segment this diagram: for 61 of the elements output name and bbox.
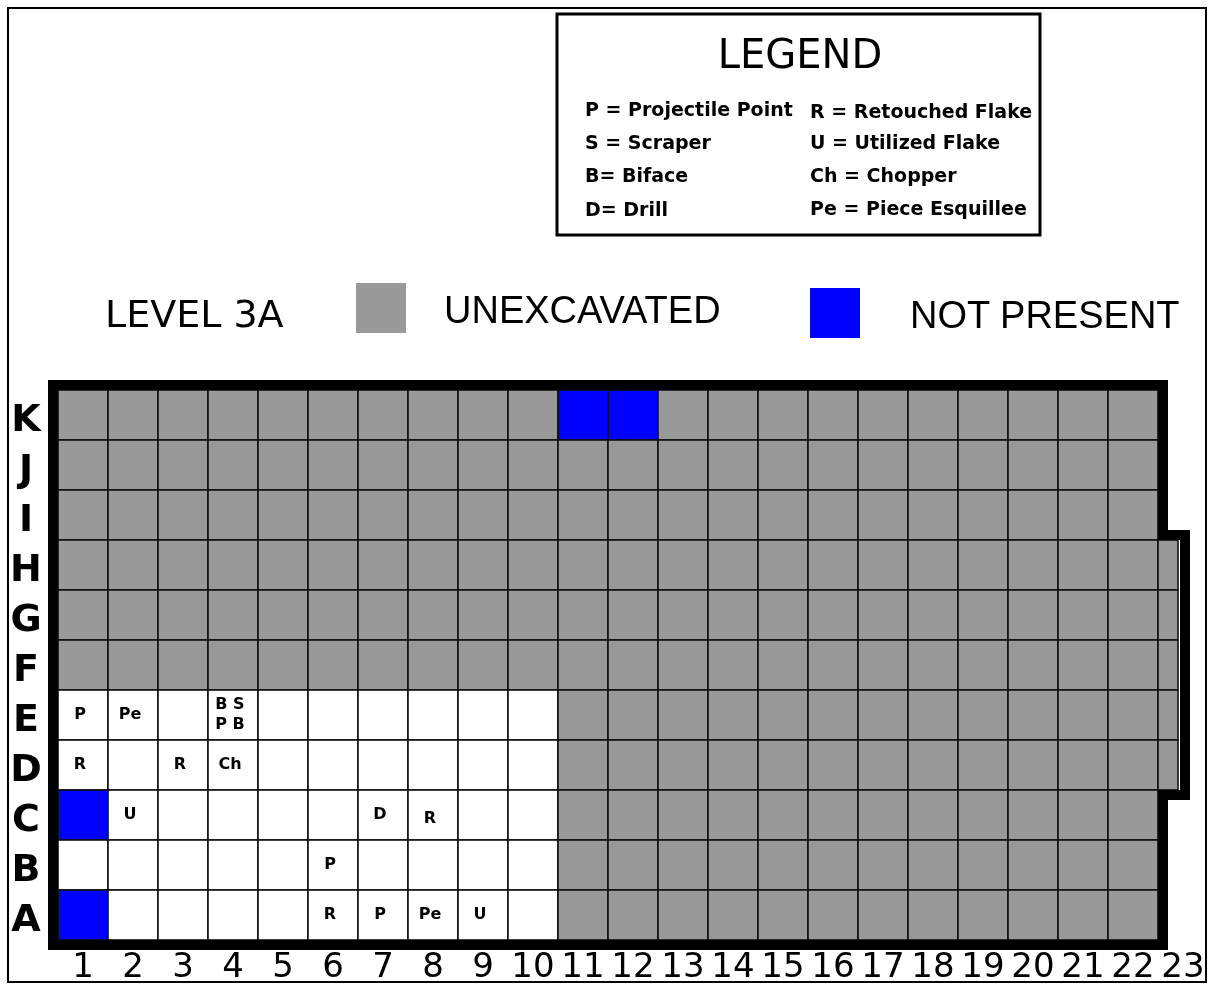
row-letter: C (12, 799, 40, 837)
cell-mark: R (173, 756, 187, 772)
cell-mark: U (123, 806, 137, 822)
column-number: 22 (1111, 948, 1155, 982)
column-number: 14 (711, 948, 755, 982)
cell-mark: R (423, 810, 437, 826)
legend-entry: P = Projectile Point (585, 100, 793, 119)
legend-entry: Ch = Chopper (810, 166, 957, 185)
legend-entry: U = Utilized Flake (810, 133, 1001, 152)
cell-mark: Ch (218, 756, 242, 772)
row-letter: B (11, 849, 41, 887)
legend-heading: LEGEND (717, 34, 883, 74)
column-number: 13 (661, 948, 705, 982)
legend-label: UNEXCAVATED (444, 291, 721, 329)
column-number: 8 (422, 948, 444, 982)
column-number: 18 (911, 948, 955, 982)
row-letter: G (10, 599, 42, 637)
cell-mark: R (73, 756, 87, 772)
column-number: 6 (322, 948, 344, 982)
column-number: 7 (372, 948, 394, 982)
legend-entry: Pe = Piece Esquillee (810, 199, 1027, 218)
row-letter: H (10, 549, 42, 587)
row-letter: I (18, 499, 34, 537)
column-number: 2 (122, 948, 144, 982)
column-number: 9 (472, 948, 494, 982)
column-number: 10 (511, 948, 555, 982)
legend-entry: B= Biface (585, 166, 689, 185)
column-number: 16 (811, 948, 855, 982)
column-number: 12 (611, 948, 655, 982)
legend-entry: R = Retouched Flake (810, 102, 1033, 121)
row-letter: J (18, 449, 34, 487)
column-number: 4 (222, 948, 244, 982)
column-number: 20 (1011, 948, 1055, 982)
column-number: 11 (561, 948, 605, 982)
column-number: 19 (961, 948, 1005, 982)
row-letter: A (11, 899, 41, 937)
column-number: 3 (172, 948, 194, 982)
cell-mark: P B (215, 716, 245, 732)
cell-mark: Pe (418, 906, 442, 922)
row-letter: D (10, 749, 42, 787)
level-title: LEVEL 3A (105, 295, 284, 333)
cell-mark: U (473, 906, 487, 922)
cell-mark: Pe (118, 706, 142, 722)
column-number: 5 (272, 948, 294, 982)
column-number: 1 (72, 948, 94, 982)
column-number: 15 (761, 948, 805, 982)
legend-entry: D= Drill (585, 200, 668, 219)
cell-mark: P (324, 856, 336, 872)
cell-mark: P (374, 906, 386, 922)
column-number: 23 (1161, 948, 1205, 982)
cell-mark: R (323, 906, 337, 922)
legend-entry: S = Scraper (585, 133, 711, 152)
legend-label: NOT PRESENT (910, 296, 1180, 334)
cell-mark: P (74, 706, 86, 722)
row-letter: F (13, 649, 39, 687)
column-number: 17 (861, 948, 905, 982)
cell-mark: D (373, 806, 387, 822)
column-number: 21 (1061, 948, 1105, 982)
row-letter: E (13, 699, 39, 737)
row-letter: K (11, 399, 41, 437)
cell-mark: B S (215, 696, 245, 712)
